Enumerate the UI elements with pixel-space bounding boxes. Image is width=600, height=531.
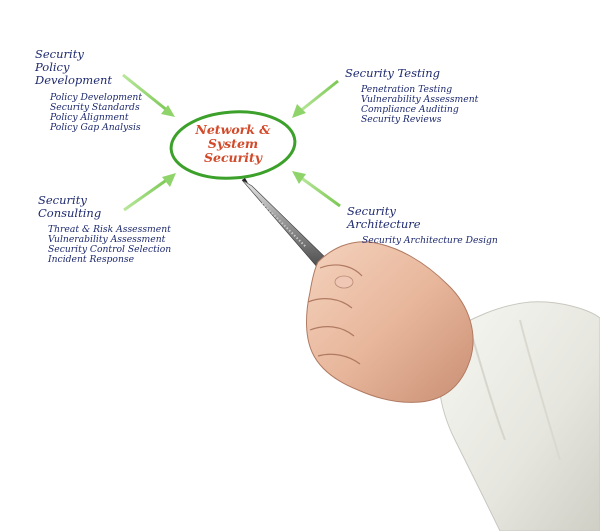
arrow-policy bbox=[122, 73, 175, 117]
branch-item: Policy Alignment bbox=[50, 112, 129, 123]
pen bbox=[241, 178, 331, 269]
center-ellipse bbox=[169, 110, 297, 180]
branch-item: Security Architecture Design bbox=[362, 235, 498, 246]
branch-item: Policy Gap Analysis bbox=[50, 122, 141, 133]
branch-consulting: Security Consulting Threat & Risk Assess… bbox=[38, 193, 171, 265]
branch-architecture: Security Architecture Security Architect… bbox=[347, 204, 498, 246]
branch-item: Compliance Auditing bbox=[361, 104, 459, 115]
branch-title: Security bbox=[347, 204, 396, 218]
branch-policy: Security Policy Development Policy Devel… bbox=[35, 47, 142, 133]
hand bbox=[306, 241, 474, 403]
branch-testing: Security Testing Penetration Testing Vul… bbox=[345, 66, 478, 125]
branch-title: Security bbox=[38, 193, 87, 207]
center-title-line: System bbox=[207, 136, 259, 151]
branch-title: Policy bbox=[35, 60, 70, 74]
branch-title: Security bbox=[35, 47, 84, 61]
branch-item: Security Standards bbox=[50, 102, 140, 113]
branch-item: Policy Development bbox=[50, 92, 143, 103]
center-title-line: Network & bbox=[195, 122, 271, 137]
arrow-consulting bbox=[123, 173, 176, 212]
arrow-testing bbox=[292, 79, 339, 118]
arrow-architecture bbox=[292, 171, 341, 208]
branch-title: Security Testing bbox=[345, 66, 441, 80]
branch-title: Development bbox=[35, 73, 113, 87]
branch-item: Incident Response bbox=[48, 254, 135, 265]
branch-item: Security Reviews bbox=[361, 114, 442, 125]
branch-item: Vulnerability Assessment bbox=[361, 94, 479, 105]
center-title-line: Security bbox=[203, 150, 263, 165]
branch-title: Architecture bbox=[347, 217, 421, 231]
branch-item: Threat & Risk Assessment bbox=[48, 224, 171, 235]
center-title: Network & System Security bbox=[178, 123, 288, 165]
branch-item: Security Control Selection bbox=[48, 244, 172, 255]
branch-item: Penetration Testing bbox=[361, 84, 453, 95]
branch-title: Consulting bbox=[38, 206, 102, 220]
branch-item: Vulnerability Assessment bbox=[48, 234, 166, 245]
